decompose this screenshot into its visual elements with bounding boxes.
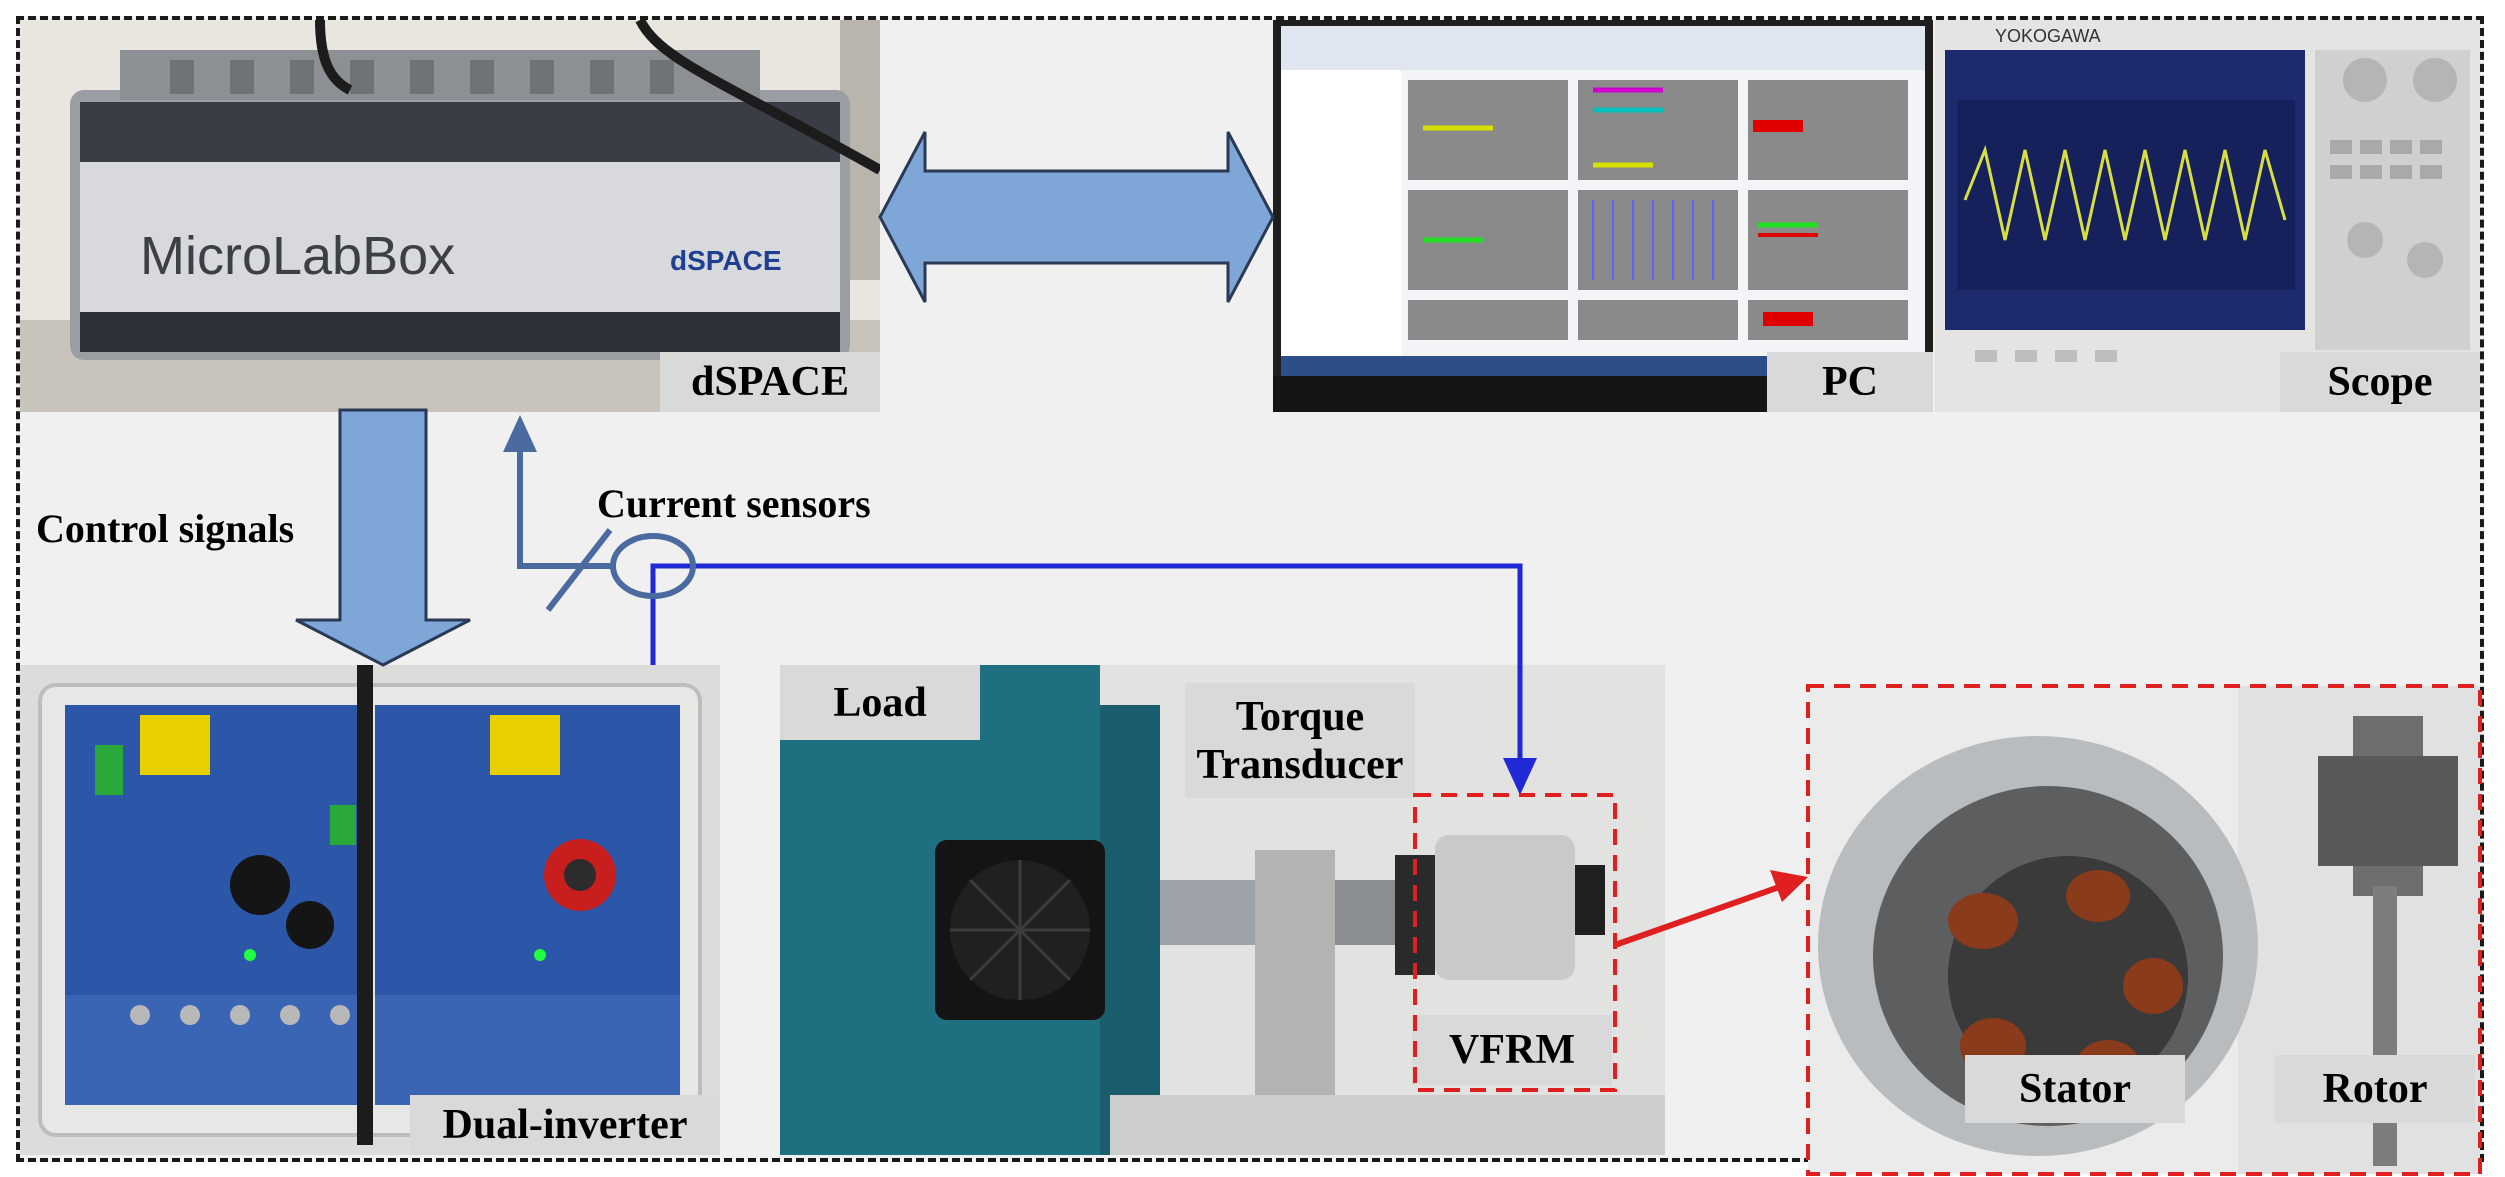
vfrm-detail-arrowhead — [1770, 870, 1808, 902]
pc-tag: PC — [1767, 352, 1933, 412]
control-signals-label: Control signals — [36, 506, 295, 551]
stator-tag: Stator — [1965, 1055, 2185, 1123]
current-feedback-arrowhead — [503, 415, 537, 452]
dspace-logo-text: dSPACE — [670, 245, 782, 276]
scope-brand-text: YOKOGAWA — [1995, 26, 2101, 46]
phase-wire-arrowhead — [1503, 758, 1537, 795]
control-signals-arrow — [295, 408, 471, 667]
vfrm-highlight-box — [1413, 793, 1617, 1092]
load-tag: Load — [780, 665, 980, 740]
scope-tag: Scope — [2280, 352, 2480, 412]
torque-transducer-line1: Torque — [1235, 693, 1365, 740]
rotor-tag: Rotor — [2275, 1055, 2475, 1123]
microlabbox-brand-text: MicroLabBox — [140, 226, 456, 286]
dspace-tag: dSPACE — [660, 352, 880, 412]
vfrm-detail-arrow-line — [1614, 882, 1786, 948]
stator-rotor-highlight-box — [1806, 684, 2482, 1176]
dual-inverter-photo: Dual-inverter — [20, 665, 720, 1155]
sensor-slash — [545, 528, 613, 612]
phase-wire — [650, 563, 1523, 775]
current-sensor-ring — [610, 533, 696, 599]
dual-inverter-tag: Dual-inverter — [410, 1095, 720, 1155]
stator-rotor-scene — [1808, 686, 2480, 1174]
test-bench-photo: Load Torque Transducer VFRM — [780, 665, 1665, 1155]
microlabbox-device — [20, 20, 880, 412]
inverter-boards — [20, 665, 720, 1155]
torque-transducer-tag: Torque Transducer — [1185, 683, 1415, 798]
oscilloscope-device — [1935, 20, 2480, 412]
current-sensors-label: Current sensors — [597, 481, 871, 526]
vfrm-tag: VFRM — [1412, 1015, 1612, 1085]
pc-monitor-screen — [1273, 20, 1933, 412]
torque-transducer-line2: Transducer — [1196, 741, 1404, 788]
pc-photo: PC — [1273, 20, 1933, 412]
dspace-pc-double-arrow — [878, 131, 1275, 303]
dspace-photo: MicroLabBox dSPACE dSPACE — [20, 20, 880, 412]
scope-photo: YOKOGAWA Scope — [1935, 20, 2480, 412]
